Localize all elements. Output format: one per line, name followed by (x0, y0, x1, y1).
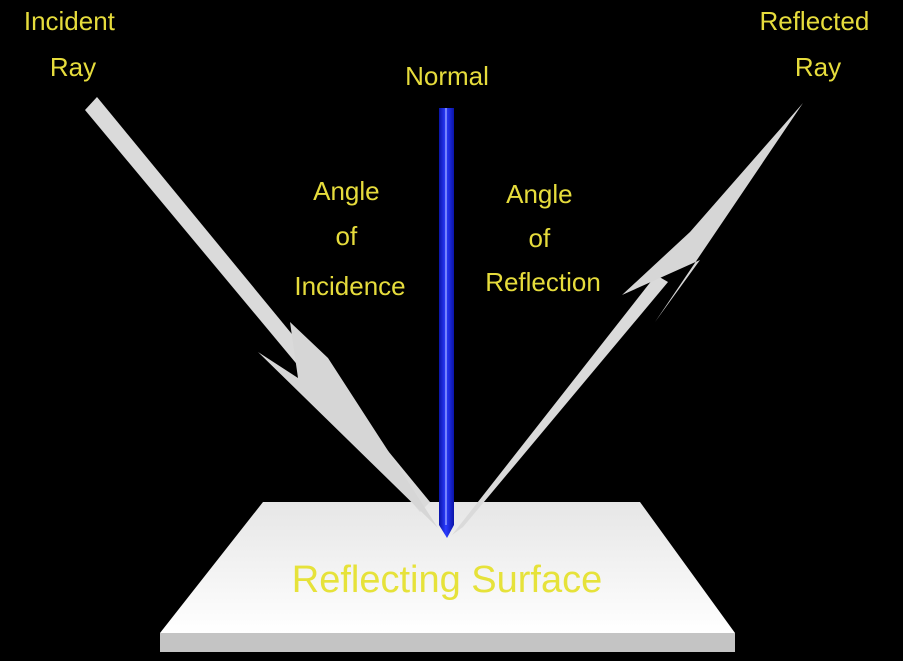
normal-line (439, 108, 454, 538)
angle-of-reflection-label: Angle of Reflection (485, 179, 601, 297)
incident-ray-head (258, 322, 438, 528)
normal-label: Normal (405, 61, 489, 91)
reflecting-surface-label: Reflecting Surface (292, 559, 603, 601)
reflected-ray-arrow (452, 103, 803, 535)
reflected-ray-shaft (452, 275, 668, 535)
angle-of-incidence-label: Angle of Incidence (294, 176, 405, 301)
reflected-ray-label: Reflected Ray (759, 6, 876, 82)
incident-ray-label: Incident Ray (24, 6, 122, 82)
incident-ray-arrow (85, 97, 438, 528)
surface-front-edge (160, 633, 735, 652)
